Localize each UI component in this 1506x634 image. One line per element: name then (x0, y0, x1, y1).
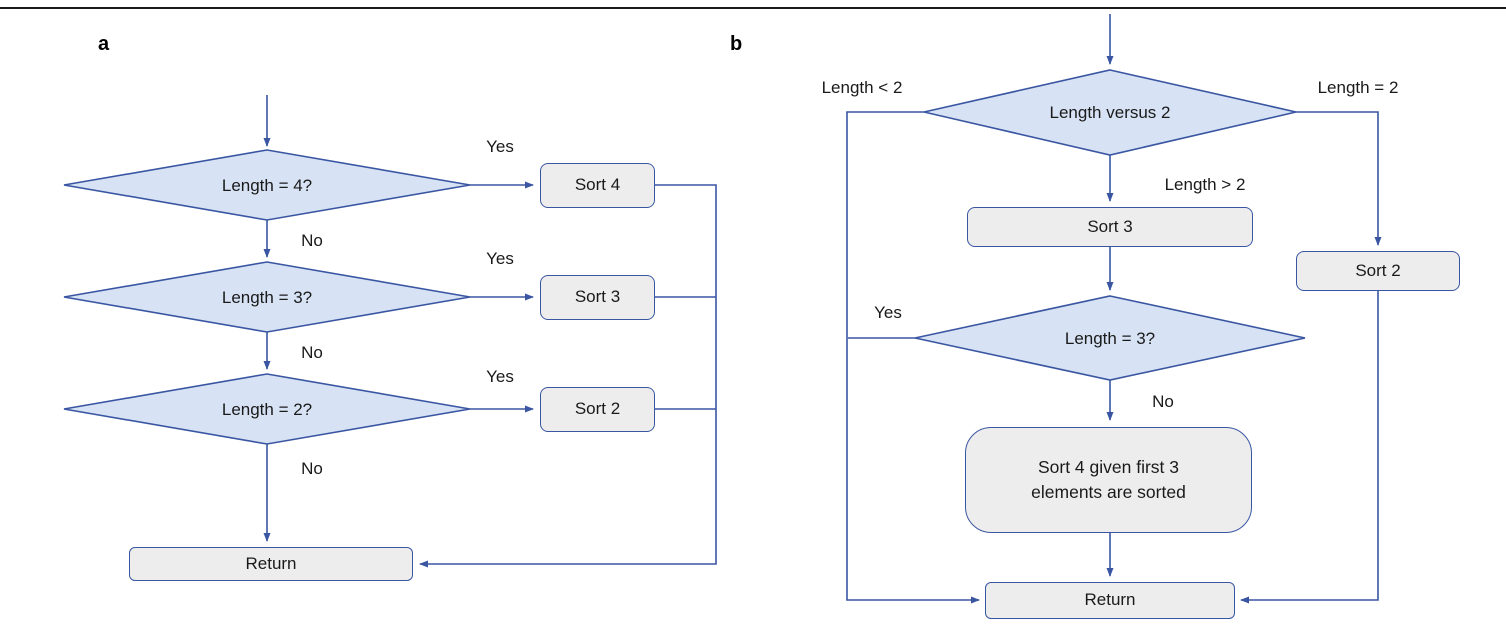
a-diamond-length2-shape (63, 373, 471, 445)
a-diamond-length2-label: Length = 2? (221, 400, 313, 419)
a-diamond-length3-label: Length = 3? (221, 288, 313, 307)
a-sort2-box: Sort 2 (540, 387, 655, 432)
a-collector-to-return (419, 184, 717, 568)
b-diamond-length3-label: Length = 3? (1064, 329, 1156, 348)
b-sort4-given-box: Sort 4 given first 3 elements are sorted (965, 427, 1252, 533)
a-no1-label: No (299, 231, 325, 251)
b-diamond-length3-shape (914, 295, 1306, 381)
panel-b-letter: b (730, 33, 743, 55)
a-diamond-length4-shape (63, 149, 471, 221)
b-length-gt-2-label: Length > 2 (1162, 175, 1248, 195)
b-length-lt-2-label: Length < 2 (819, 78, 905, 98)
b-sort2-to-return (1240, 291, 1379, 604)
top-rule (0, 7, 1506, 9)
b-left-branch-to-return (846, 111, 980, 604)
b-sort3-box: Sort 3 (967, 207, 1253, 247)
b-no-label: No (1150, 392, 1176, 412)
b-diamond-length-vs-2-shape (923, 69, 1297, 156)
b-yes-label: Yes (872, 303, 904, 323)
a-diamond-length3-shape (63, 261, 471, 333)
a-diamond-length4-label: Length = 4? (221, 176, 313, 195)
a-no3-label: No (299, 459, 325, 479)
b-right-branch-to-sort2 (1296, 111, 1382, 246)
a-sort4-box: Sort 4 (540, 163, 655, 208)
a-no2-label: No (299, 343, 325, 363)
a-sort3-box: Sort 3 (540, 275, 655, 320)
a-yes3-label: Yes (484, 367, 516, 387)
b-sort2-box: Sort 2 (1296, 251, 1460, 291)
panel-a-letter: a (98, 33, 110, 55)
b-return-box: Return (985, 582, 1235, 619)
a-yes1-label: Yes (484, 137, 516, 157)
b-length-eq-2-label: Length = 2 (1315, 78, 1401, 98)
a-yes2-label: Yes (484, 249, 516, 269)
a-return-box: Return (129, 547, 413, 581)
b-diamond-length-vs-2-label: Length versus 2 (1049, 103, 1171, 122)
